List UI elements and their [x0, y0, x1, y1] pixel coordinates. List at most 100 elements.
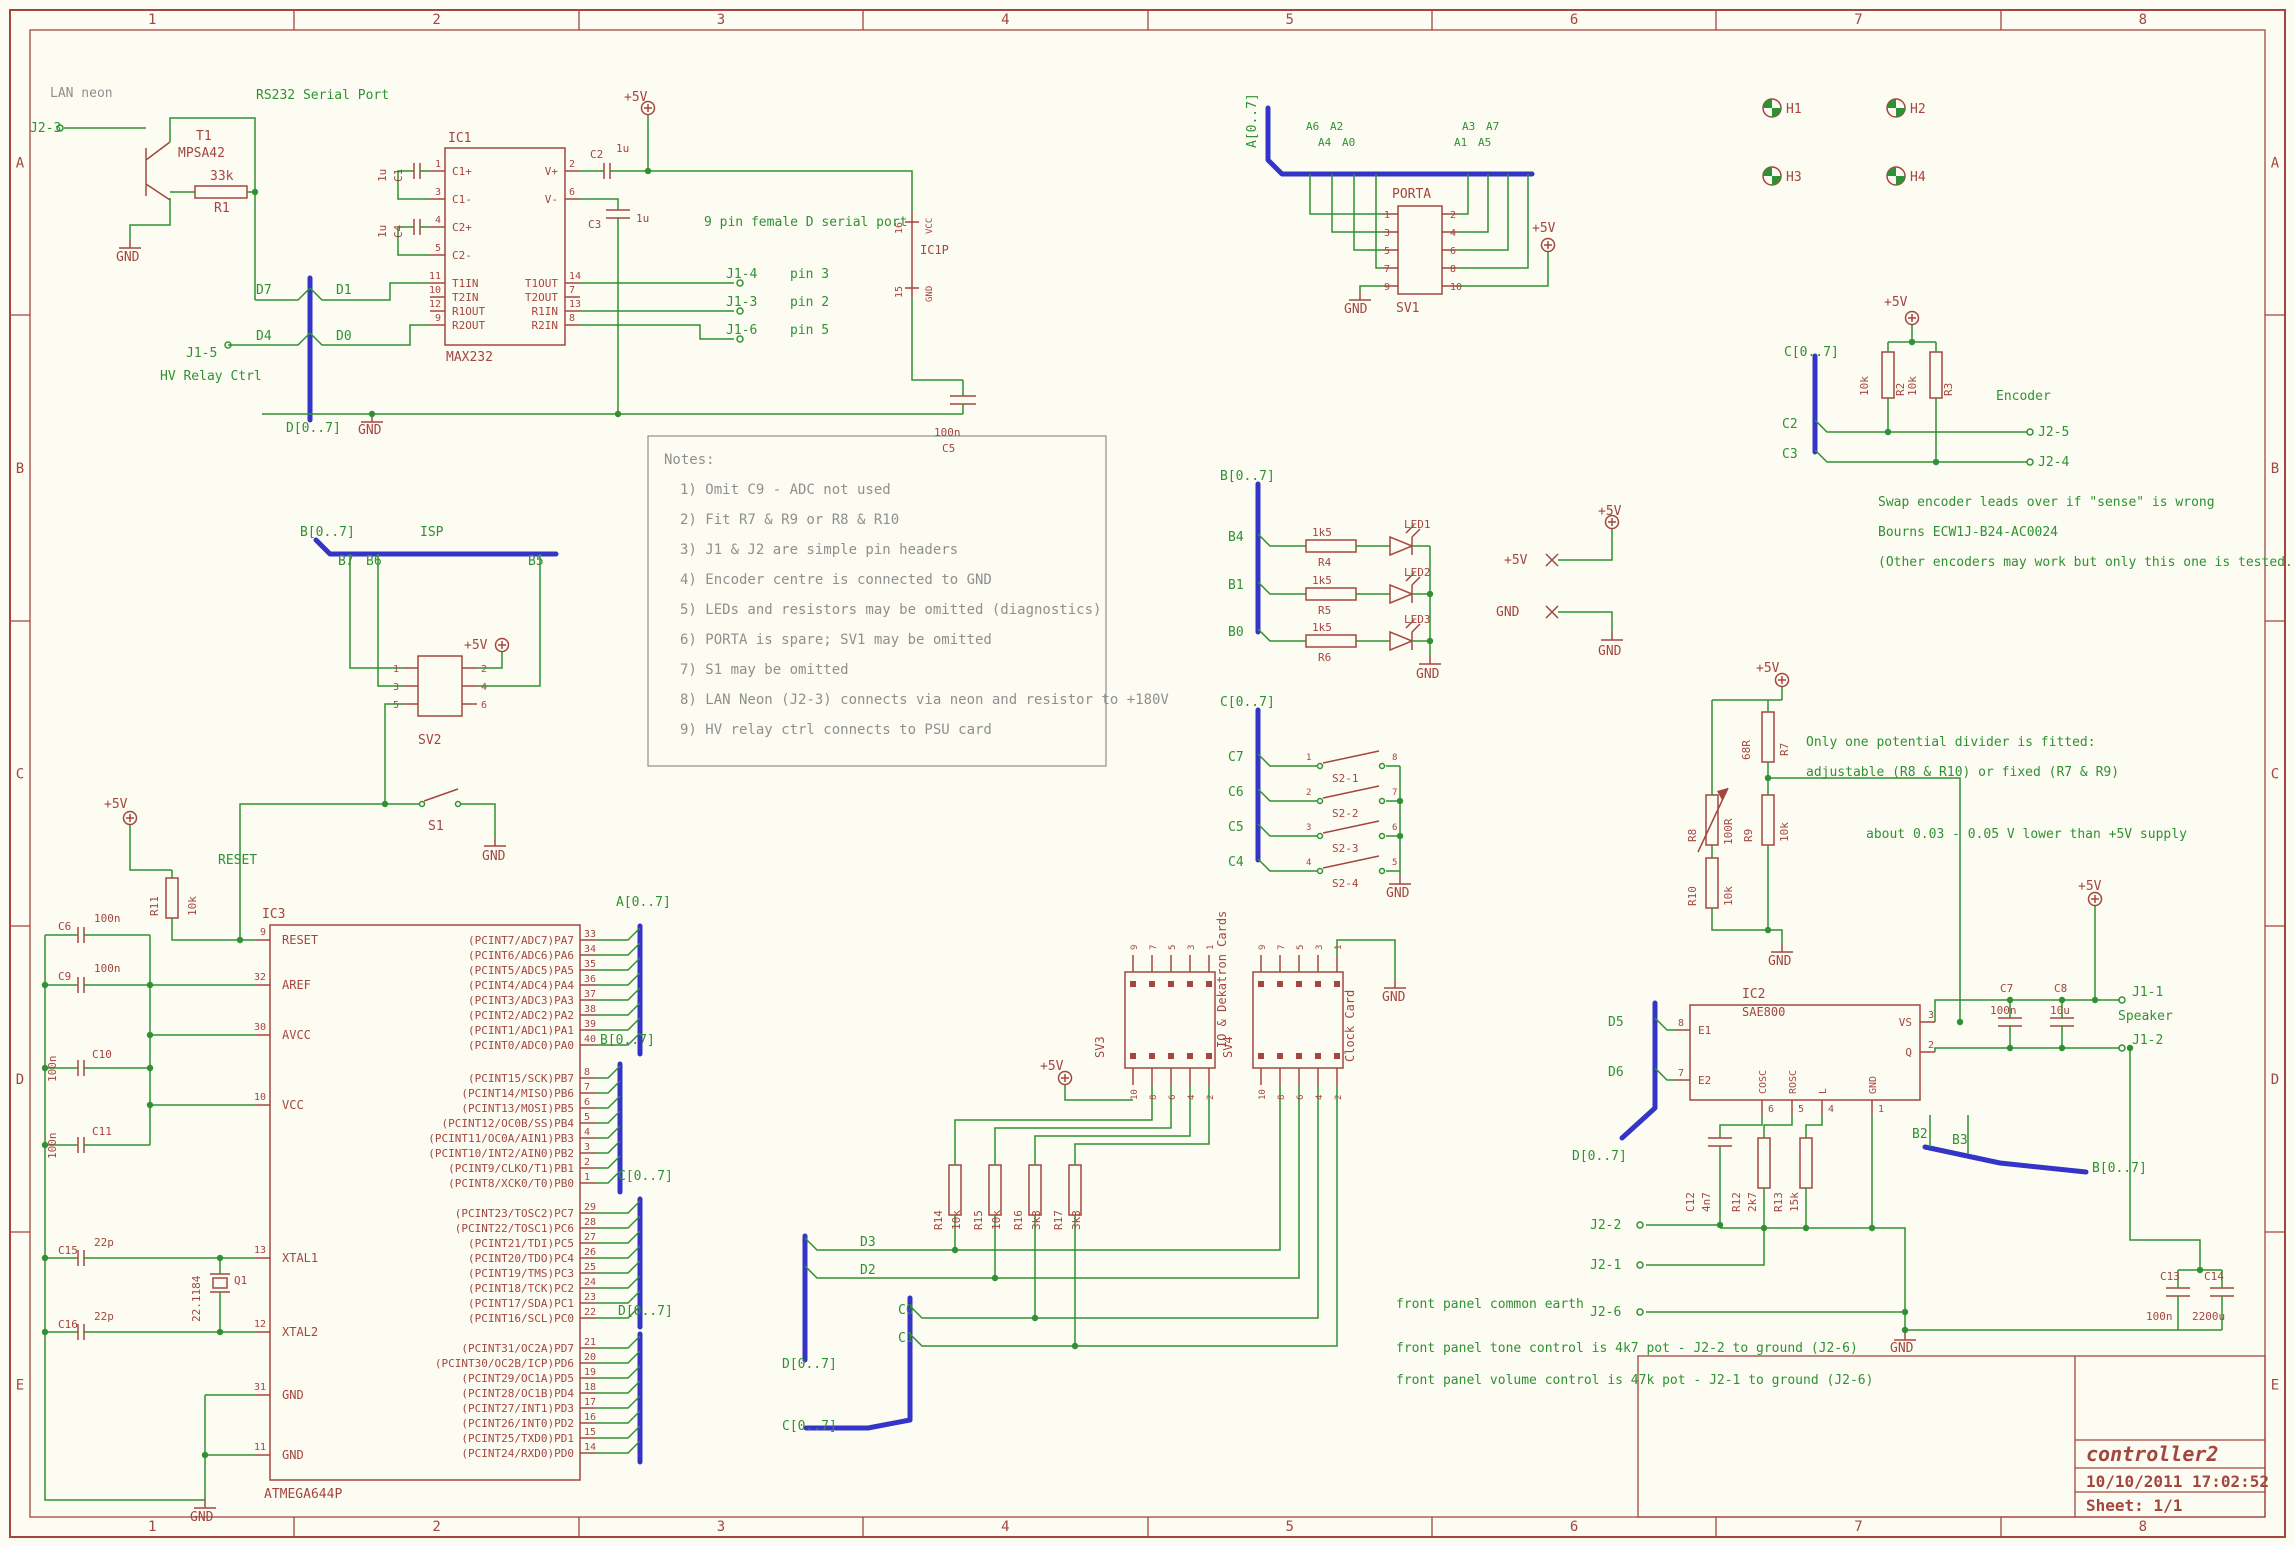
ic3-port-pin-number: 37 [584, 989, 596, 1000]
switches-label: 5 [1392, 858, 1397, 868]
rs232-label: RS232 Serial Port [256, 88, 389, 103]
titleblock-project-name: controller2 [2086, 1442, 2218, 1466]
top_left-label: HV Relay Ctrl [160, 369, 262, 384]
leds-label: 1k5 [1312, 574, 1332, 587]
port-wire [595, 1305, 641, 1319]
frame-row-label: B [16, 461, 24, 477]
sound-label: B2 [1912, 1127, 1928, 1142]
switches-label: C5 [1228, 820, 1244, 835]
sound-label: J2-1 [1590, 1258, 1621, 1273]
sv4-pad [1277, 1053, 1283, 1059]
encoder-label: Bourns ECW1J-B24-AC0024 [1878, 525, 2058, 540]
porta-label: A4 [1318, 136, 1332, 149]
resistor-r15 [988, 1164, 1002, 1216]
sv3-pad [1168, 1053, 1174, 1059]
resistor-r2 [1881, 351, 1895, 399]
cards-label: 3k3 [1070, 1210, 1083, 1230]
trimmer-arrowhead [1717, 788, 1728, 800]
porta-label: +5V [1532, 221, 1556, 236]
rs232-label: J1-3 [726, 295, 757, 310]
rs232-label: J1-4 [726, 267, 757, 282]
ic3-port-pin-label: (PCINT11/OC0A/AIN1)PB3 [428, 1132, 574, 1145]
trimmer-arrow [1697, 787, 1729, 853]
encoder-label: H2 [1910, 102, 1926, 117]
leds-label: LED2 [1404, 566, 1431, 579]
cards-label: SV3 [1093, 1036, 1107, 1058]
switches-label: S2-4 [1332, 877, 1359, 890]
mcu-label: Q1 [234, 1274, 247, 1287]
switches-label: S2-3 [1332, 842, 1359, 855]
ic3-port-pin-label: (PCINT30/OC2B/ICP)PD6 [435, 1357, 574, 1370]
ic3-port-pin-number: 20 [584, 1352, 596, 1363]
sound-label: +5V [1756, 661, 1780, 676]
resistor-r5 [1305, 587, 1357, 601]
leds-label: R6 [1318, 651, 1331, 664]
sv3-pad [1130, 1053, 1136, 1059]
port-wire [595, 1275, 641, 1289]
ic1-pin-number: 7 [569, 285, 575, 296]
ic1-pin-label: R1OUT [452, 305, 485, 318]
port-wire [595, 1200, 641, 1214]
leds-label: LED1 [1404, 518, 1431, 531]
leds-label: R4 [1318, 556, 1332, 569]
ic2-pin-label: VS [1899, 1016, 1912, 1029]
ic3-port-pin-label: (PCINT21/TDI)PC5 [468, 1237, 574, 1250]
frame-column-label: 3 [717, 12, 725, 28]
sv4-pin-number: 8 [1277, 1095, 1287, 1100]
sv2-pin-number: 2 [481, 664, 487, 675]
frame-column-label: 6 [1570, 1519, 1578, 1535]
frame-column-label: 8 [2139, 1519, 2147, 1535]
switches-label: C7 [1228, 750, 1244, 765]
ic3-pin-number: 31 [254, 1382, 266, 1393]
sv3-pad [1168, 981, 1174, 987]
resistor-r11 [165, 877, 179, 919]
ic3-port-pin-number: 27 [584, 1232, 596, 1243]
mounting-hole-icon [1763, 167, 1772, 176]
resistor-r8 [1705, 794, 1719, 846]
sv1-pin-number: 3 [1384, 228, 1390, 239]
ic1-pin-number: 3 [435, 187, 441, 198]
ic2-pin-label: ROSC [1788, 1070, 1799, 1094]
sv1-pin-number: 1 [1384, 210, 1390, 221]
sound-label: front panel common earth [1396, 1297, 1584, 1312]
junction-dot [2058, 996, 2066, 1004]
ic3-port-pin-number: 29 [584, 1202, 596, 1213]
ic3-port-pin-label: (PCINT16/SCL)PC0 [468, 1312, 574, 1325]
switches-label: 7 [1392, 788, 1397, 798]
sv1-pin-number: 10 [1450, 282, 1462, 293]
mcu-label: C6 [58, 920, 71, 933]
sv4-connector-body [1252, 971, 1344, 1069]
porta-label: A5 [1478, 136, 1491, 149]
cards-label: R15 [972, 1210, 985, 1230]
ic1-pin-label: C1+ [452, 165, 472, 178]
rs232-label: pin 2 [790, 295, 829, 310]
gnd-symbol [1771, 944, 1793, 953]
junction-dot [1031, 1314, 1039, 1322]
cards-label: R14 [932, 1210, 945, 1230]
sv3-pin-number: 8 [1149, 1095, 1159, 1100]
ic3-port-pin-label: (PCINT28/OC1B)PD4 [461, 1387, 574, 1400]
rs232-label: 1u [636, 212, 649, 225]
note-item: 8) LAN Neon (J2-3) connects via neon and… [680, 692, 1169, 708]
pad-cross-symbol [1545, 605, 1559, 619]
junction-dot [216, 1328, 224, 1336]
rs232-label: VCC [925, 218, 935, 234]
sound-label: 100R [1722, 818, 1735, 845]
sv4-pin-number: 10 [1258, 1089, 1268, 1100]
mcu-label: A[0..7] [616, 895, 671, 910]
sound-label: R12 [1730, 1192, 1743, 1212]
junction-dot [2126, 1044, 2134, 1052]
plus5v-symbol [1604, 514, 1620, 530]
ic3-port-pin-label: (PCINT10/INT2/AIN0)PB2 [428, 1147, 574, 1160]
porta-label: PORTA [1392, 187, 1431, 202]
ic3-port-pin-label: (PCINT14/MISO)PB6 [461, 1087, 574, 1100]
porta-label: A0 [1342, 136, 1355, 149]
ic3-pin-label: RESET [282, 933, 318, 947]
sound-label: GND [1890, 1341, 1914, 1356]
sv4-pad [1258, 1053, 1264, 1059]
sv4-pad [1258, 981, 1264, 987]
junction-dot [644, 167, 652, 175]
sound-label: Only one potential divider is fitted: [1806, 735, 2096, 750]
sound-label: SAE800 [1742, 1005, 1785, 1019]
gnd-symbol [1384, 980, 1406, 989]
